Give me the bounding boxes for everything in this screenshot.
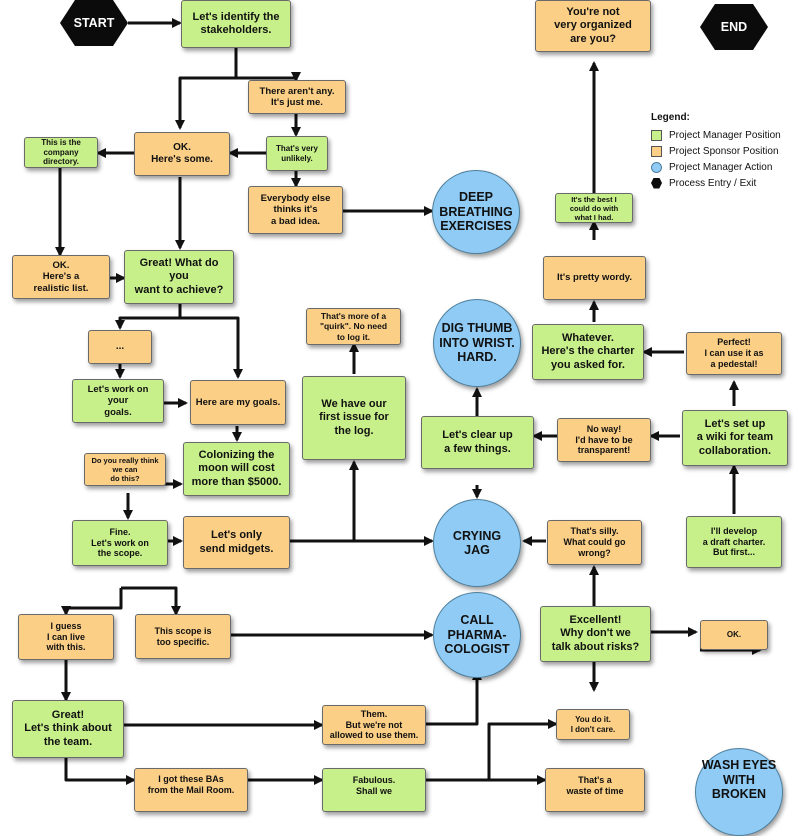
legend-title: Legend: bbox=[651, 112, 690, 123]
node-quirk: That's more of a "quirk". No need to log… bbox=[306, 308, 401, 345]
node-what-to-achieve: Great! What do you want to achieve? bbox=[124, 250, 234, 304]
legend-item-manager-action: Project Manager Action bbox=[651, 159, 781, 175]
green-square-icon bbox=[651, 129, 662, 141]
node-not-very-organized: You're not very organized are you? bbox=[535, 0, 651, 52]
end-terminal: END bbox=[700, 4, 768, 50]
node-waste-of-time: That's a waste of time bbox=[545, 768, 645, 812]
node-think-about-team: Great! Let's think about the team. bbox=[12, 700, 124, 758]
node-realistic-list: OK. Here's a realistic list. bbox=[12, 255, 110, 299]
node-company-directory: This is the company directory. bbox=[24, 137, 98, 168]
node-ok-heres-some: OK. Here's some. bbox=[134, 132, 230, 176]
legend-label: Process Entry / Exit bbox=[669, 177, 757, 189]
legend-item-entry-exit: Process Entry / Exit bbox=[651, 175, 781, 191]
node-ok-small: OK. bbox=[700, 620, 768, 650]
node-whatever-charter: Whatever. Here's the charter you asked f… bbox=[532, 324, 644, 380]
legend-label: Project Manager Position bbox=[669, 129, 781, 141]
action-call-pharmacologist: CALL PHARMA- COLOGIST bbox=[433, 592, 521, 678]
node-thats-silly: That's silly. What could go wrong? bbox=[547, 520, 642, 565]
node-fine-work-scope: Fine. Let's work on the scope. bbox=[72, 520, 168, 566]
node-here-are-my-goals: Here are my goals. bbox=[190, 380, 286, 425]
node-scope-too-specific: This scope is too specific. bbox=[135, 614, 231, 659]
node-identify-stakeholders: Let's identify the stakeholders. bbox=[181, 0, 291, 48]
blue-circle-icon bbox=[651, 161, 662, 173]
node-them-not-allowed: Them. But we're not allowed to use them. bbox=[322, 705, 426, 745]
legend: Legend: Project Manager Position Project… bbox=[651, 112, 781, 191]
node-work-on-goals: Let's work on your goals. bbox=[72, 379, 164, 423]
node-send-midgets: Let's only send midgets. bbox=[183, 516, 290, 569]
node-pretty-wordy: It's pretty wordy. bbox=[543, 256, 646, 300]
node-no-way-transparent: No way! I'd have to be transparent! bbox=[557, 418, 651, 462]
legend-label: Project Sponsor Position bbox=[669, 145, 779, 157]
node-you-do-it: You do it. I don't care. bbox=[556, 709, 630, 740]
node-arent-any: There aren't any. It's just me. bbox=[248, 80, 346, 114]
node-best-i-could-do: It's the best I could do with what I had… bbox=[555, 193, 633, 223]
node-excellent-risks: Excellent! Why don't we talk about risks… bbox=[540, 606, 651, 662]
node-clear-up: Let's clear up a few things. bbox=[421, 416, 534, 469]
node-really-think: Do you really think we can do this? bbox=[84, 453, 166, 486]
node-ellipsis: ... bbox=[88, 330, 152, 364]
legend-item-manager-position: Project Manager Position bbox=[651, 127, 781, 143]
node-bas-mail-room: I got these BAs from the Mail Room. bbox=[134, 768, 248, 812]
action-crying-jag: CRYING JAG bbox=[433, 499, 521, 587]
black-hexagon-icon bbox=[651, 177, 662, 189]
node-fabulous: Fabulous. Shall we bbox=[322, 768, 426, 812]
action-wash-eyes: WASH EYES WITH BROKEN bbox=[695, 748, 783, 836]
action-dig-thumb: DIG THUMB INTO WRIST. HARD. bbox=[433, 299, 521, 387]
node-first-issue: We have our first issue for the log. bbox=[302, 376, 406, 460]
legend-label: Project Manager Action bbox=[669, 161, 773, 173]
node-very-unlikely: That's very unlikely. bbox=[266, 136, 328, 171]
node-colonizing-moon: Colonizing the moon will cost more than … bbox=[183, 442, 290, 496]
node-bad-idea: Everybody else thinks it's a bad idea. bbox=[248, 186, 343, 234]
legend-item-sponsor-position: Project Sponsor Position bbox=[651, 143, 781, 159]
orange-square-icon bbox=[651, 145, 662, 157]
node-draft-charter: I'll develop a draft charter. But first.… bbox=[686, 516, 782, 568]
action-deep-breathing: DEEP BREATHING EXERCISES bbox=[432, 170, 520, 254]
node-perfect-pedestal: Perfect! I can use it as a pedestal! bbox=[686, 332, 782, 375]
start-terminal: START bbox=[60, 0, 128, 46]
connector-lines bbox=[55, 18, 762, 785]
node-wiki-collaboration: Let's set up a wiki for team collaborati… bbox=[682, 410, 788, 466]
node-live-with-this: I guess I can live with this. bbox=[18, 614, 114, 660]
